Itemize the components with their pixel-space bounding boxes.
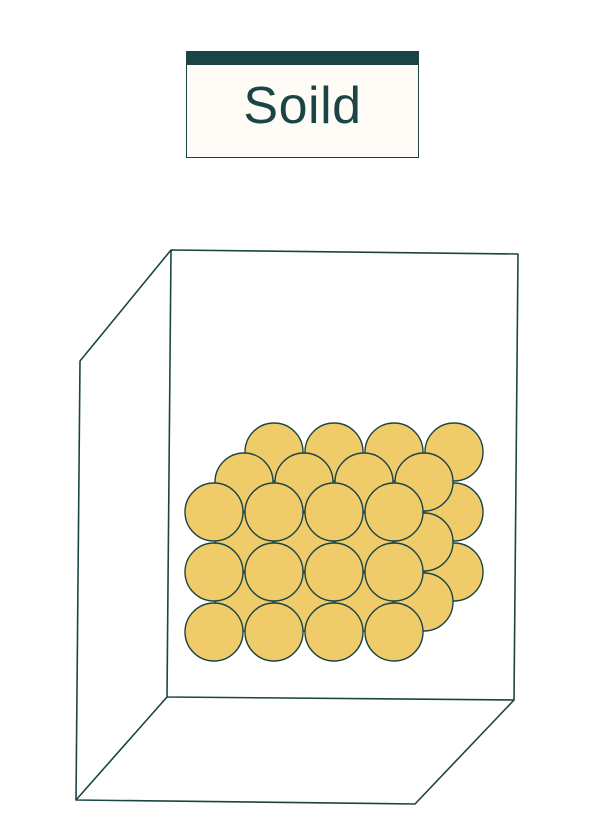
particle bbox=[364, 482, 424, 542]
container-front-edges bbox=[75, 249, 515, 805]
particle bbox=[364, 542, 424, 602]
particle bbox=[244, 602, 304, 662]
particle bbox=[304, 542, 364, 602]
state-label-text: Soild bbox=[243, 77, 362, 135]
particle bbox=[184, 482, 244, 542]
particle bbox=[304, 482, 364, 542]
particle bbox=[244, 542, 304, 602]
particle bbox=[364, 602, 424, 662]
state-label-card: Soild bbox=[186, 51, 419, 158]
label-card-header-bar bbox=[187, 52, 418, 65]
particle-cluster bbox=[184, 422, 484, 662]
particle bbox=[184, 602, 244, 662]
particle bbox=[304, 602, 364, 662]
particle bbox=[184, 542, 244, 602]
particle bbox=[244, 482, 304, 542]
